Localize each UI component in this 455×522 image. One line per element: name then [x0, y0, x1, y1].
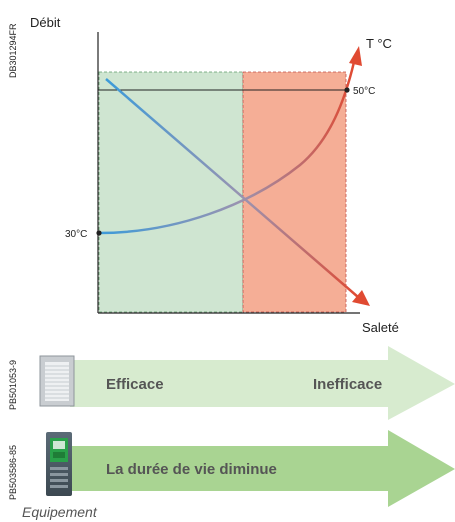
equipment-caption: Equipement [22, 504, 98, 520]
doc-ref-main: DB301294FR [8, 23, 18, 78]
doc-ref-drive: PB503586-85 [8, 445, 18, 500]
lifetime-arrow [70, 430, 455, 507]
doc-ref-filter: PB501053-9 [8, 360, 18, 410]
flow-curve [105, 78, 359, 298]
lifetime-label: La durée de vie diminue [106, 461, 277, 478]
temperature-label: T °C [366, 36, 392, 51]
efficient-label: Efficace [106, 376, 164, 393]
temp-high-label: 50°C [353, 86, 375, 97]
fan-filter-icon [39, 355, 75, 407]
variable-drive-icon [46, 432, 72, 496]
x-axis-label: Saleté [362, 320, 399, 335]
temp-high-point [344, 87, 350, 93]
temperature-arrowhead [349, 46, 362, 66]
temp-low-point [96, 230, 102, 236]
temp-low-label: 30°C [65, 229, 87, 240]
efficient-zone [98, 71, 244, 313]
flow-arrowhead [352, 290, 370, 306]
inefficient-label: Inefficace [313, 376, 382, 393]
y-axis-label: Débit [30, 15, 61, 30]
efficiency-arrow [70, 346, 455, 420]
temperature-curve [98, 61, 356, 235]
